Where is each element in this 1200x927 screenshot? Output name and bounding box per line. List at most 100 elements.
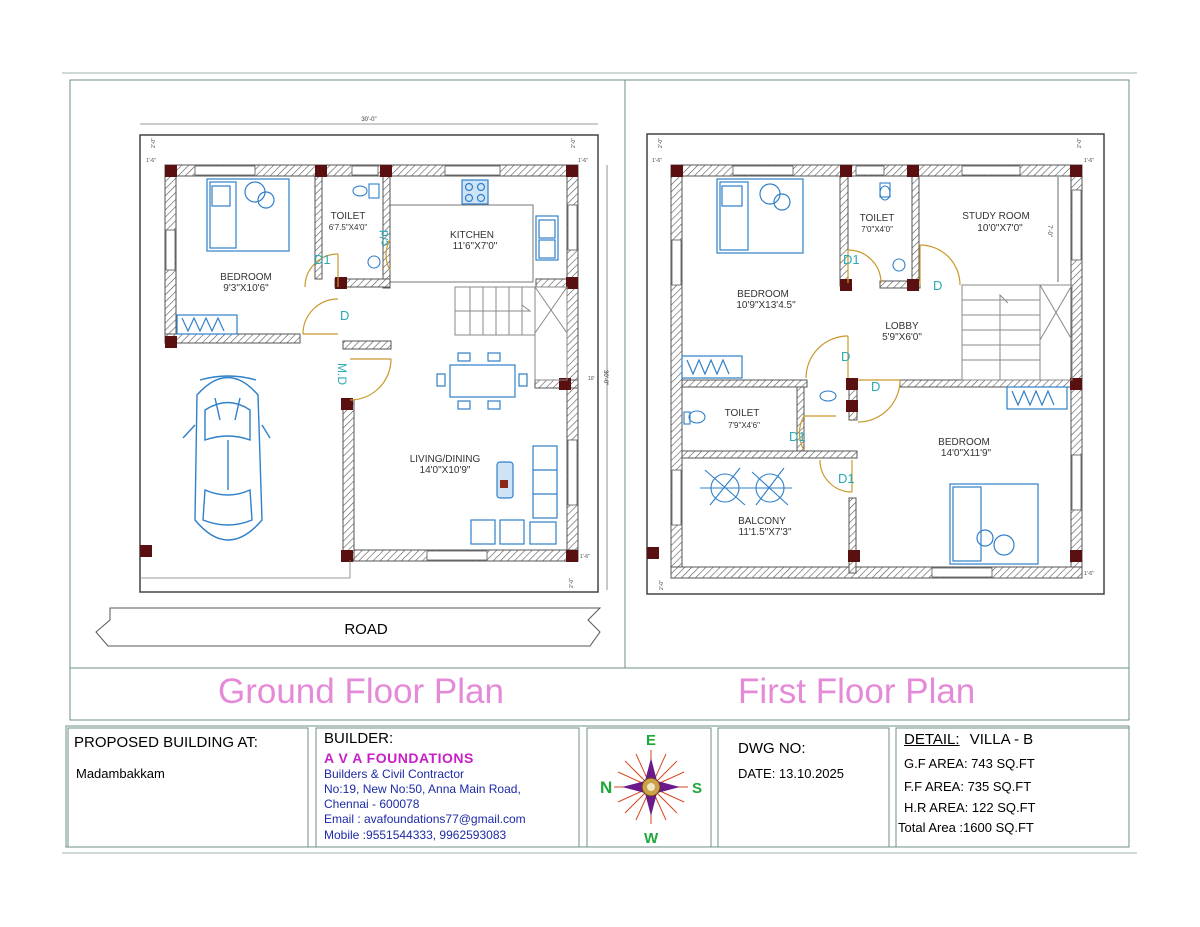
builder-line: Builders & Civil Contractor — [324, 767, 465, 781]
gf-kitchen-counter — [389, 204, 534, 283]
ff-room-size: 5'9"X6'0" — [882, 332, 922, 343]
ff-door-label: D1 — [789, 429, 806, 444]
ff-wall-inner-v3 — [796, 386, 805, 452]
ff-staircase — [961, 284, 1073, 381]
gf-wall-bedroom-bottom — [164, 333, 301, 344]
gf-room-size: 14'0"X10'9" — [420, 465, 471, 476]
ff-room-size: 10'9"X13'4.5" — [736, 300, 796, 311]
ff-room-name: BEDROOM — [737, 289, 789, 300]
ff-window — [1071, 189, 1082, 261]
date-label: DATE: 13.10.2025 — [738, 766, 844, 781]
gf-window-top-3 — [444, 165, 501, 176]
ff-window — [1071, 454, 1082, 511]
builder-mobile: Mobile :9551544333, 9962593083 — [324, 828, 507, 842]
ff-door-arcs — [798, 244, 961, 493]
ff-dim-text: 2'-0" — [658, 138, 664, 148]
gf-window-right-2 — [567, 439, 578, 506]
gf-bed-icon — [206, 178, 290, 252]
gf-room-name: KITCHEN — [450, 230, 494, 241]
compass-east-label: E — [646, 732, 656, 749]
gf-column — [165, 336, 177, 348]
ff-study-dim-text: 7'-0" — [1046, 225, 1052, 237]
dwg-no-label: DWG NO: — [738, 740, 806, 757]
compass-west-label: W — [644, 830, 659, 847]
builder-email: Email : avafoundations77@gmail.com — [324, 812, 526, 826]
gf-column — [341, 398, 353, 410]
ff-wall-inner-h3 — [681, 450, 858, 459]
gf-window-right-1 — [567, 204, 578, 251]
builder-line: No:19, New No:50, Anna Main Road, — [324, 782, 521, 796]
gf-column — [341, 550, 353, 562]
gf-stove-icon — [461, 179, 489, 205]
gf-coffee-table-marker — [500, 480, 508, 488]
ff-column — [846, 400, 858, 412]
gf-column — [315, 165, 327, 177]
ff-dim-text: 2'-0" — [659, 580, 665, 590]
ff-dim-text: 1'-6" — [1084, 571, 1094, 577]
gf-door-label-d1: D1 — [314, 252, 331, 267]
ff-wall-inner-h4 — [899, 379, 1076, 388]
gf-column — [165, 165, 177, 177]
gf-toilet-icon — [352, 183, 381, 269]
ff-dim-text: 1'-6" — [652, 158, 662, 164]
ff-column — [1070, 550, 1082, 562]
ff-room-size: 14'0"X11'9" — [941, 448, 992, 459]
gf-car-icon — [182, 375, 271, 541]
ff-column — [907, 279, 919, 291]
gf-room-size: 11'6"X7'0" — [453, 241, 498, 252]
ff-column — [848, 550, 860, 562]
ff-column — [840, 279, 852, 291]
gf-room-name: LIVING/DINING — [410, 454, 481, 465]
compass-north-label: N — [600, 778, 612, 797]
ff-wall-inner-h2 — [681, 379, 808, 388]
first-floor-title: First Floor Plan — [738, 672, 976, 711]
area-line: F.F AREA: 735 SQ.FT — [904, 779, 1032, 794]
drawing-frame — [69, 79, 1130, 721]
gf-door-label-d: D — [340, 308, 349, 323]
road-graphic — [95, 607, 602, 647]
ff-room-name: TOILET — [725, 408, 760, 419]
gf-column — [335, 277, 347, 289]
detail-label: DETAIL: — [904, 731, 960, 748]
gf-top-dim-text: 30'-0" — [361, 117, 376, 123]
area-line: G.F AREA: 743 SQ.FT — [904, 756, 1035, 771]
gf-door-label-md: M.D — [335, 363, 349, 385]
ff-bed-icon-2 — [949, 483, 1039, 565]
ff-window — [732, 165, 794, 176]
detail-row: DETAIL: VILLA - B — [904, 731, 1033, 748]
gf-dining-table-icon — [436, 352, 528, 410]
gf-window-bottom — [426, 550, 488, 561]
ff-wardrobe-icon — [681, 355, 743, 379]
ff-room-name: LOBBY — [885, 321, 919, 332]
total-area-line: Total Area :1600 SQ.FT — [898, 820, 1034, 835]
gf-plot-boundary — [139, 134, 599, 593]
ff-column — [671, 165, 683, 177]
gf-room-name: BEDROOM — [220, 272, 272, 283]
detail-value: VILLA - B — [969, 731, 1034, 748]
gf-sink-icon — [535, 215, 559, 261]
ff-balcony-chairs-icon — [700, 467, 792, 506]
location-label: PROPOSED BUILDING AT: — [74, 734, 258, 751]
gf-window-top-1 — [194, 165, 256, 176]
gf-room-name: TOILET — [331, 211, 366, 222]
gf-dim-text: 1'-6" — [580, 554, 590, 560]
ff-column — [1070, 165, 1082, 177]
gf-dim-text: 2'-0" — [151, 138, 157, 148]
area-line: H.R AREA: 122 SQ.FT — [904, 800, 1036, 815]
ff-column — [1070, 378, 1082, 390]
ff-plot-boundary — [646, 133, 1105, 595]
gf-dim-text: 1'-6" — [578, 158, 588, 164]
ff-room-size: 7'0"X4'0" — [861, 225, 893, 234]
ff-toilet-icon — [683, 182, 906, 425]
gf-wardrobe-icon — [176, 314, 238, 335]
ff-wall-inner-v4 — [848, 497, 857, 574]
first-floor-plan: 7'-0" — [646, 133, 1105, 595]
gf-door-arcs — [302, 239, 392, 401]
ff-wall-bottom — [670, 566, 1083, 579]
ff-bed-icon — [716, 178, 804, 254]
gf-column — [140, 545, 152, 557]
ff-column — [647, 547, 659, 559]
gf-sofa-icon — [470, 445, 558, 545]
gf-wall-hall-top — [342, 340, 392, 350]
